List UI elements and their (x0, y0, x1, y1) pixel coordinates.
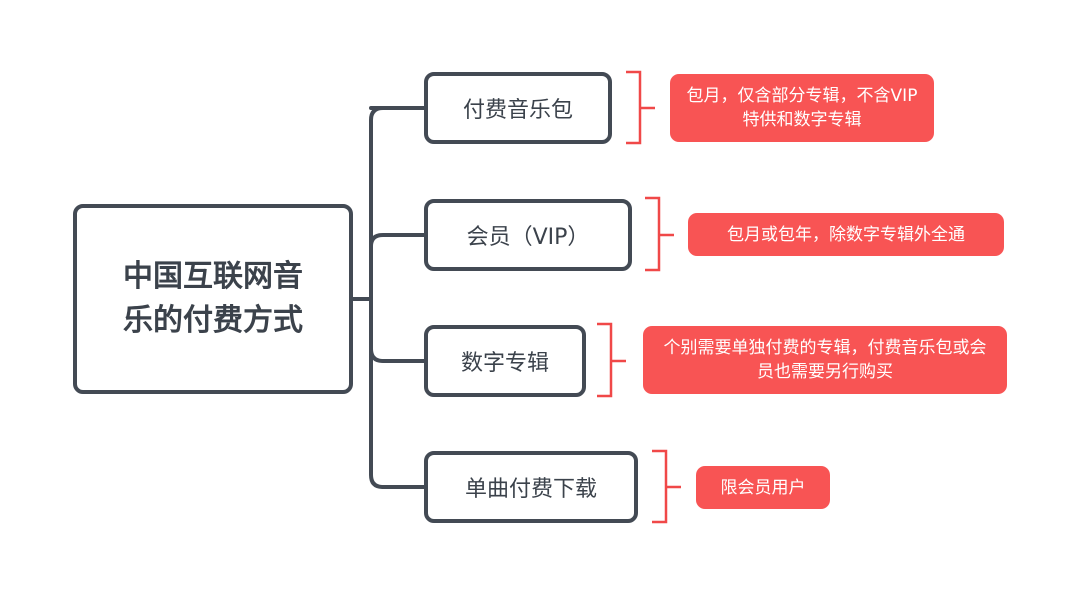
bracket-1 (626, 70, 655, 145)
note-music-pack: 包月，仅含部分专辑，不含VIP特供和数字专辑 (670, 74, 934, 142)
branch-node-vip[interactable]: 会员（VIP） (424, 199, 632, 271)
branch-label: 数字专辑 (460, 351, 549, 376)
branch-node-music-pack[interactable]: 付费音乐包 (424, 72, 612, 144)
note-text: 包月，仅含部分专辑，不含VIP特供和数字专辑 (686, 86, 918, 130)
note-text: 限会员用户 (720, 477, 806, 498)
root-node[interactable]: 中国互联网音乐的付费方式 (73, 204, 353, 394)
branch-connector-3 (369, 347, 426, 363)
branch-label: 会员（VIP） (466, 225, 590, 250)
branch-label: 付费音乐包 (462, 98, 573, 123)
note-single-download: 限会员用户 (696, 466, 830, 509)
note-text: 个别需要单独付费的专辑，付费音乐包或会员也需要另行购买 (663, 338, 987, 382)
branch-node-single-download[interactable]: 单曲付费下载 (424, 451, 638, 523)
trunk-connector (369, 106, 385, 489)
note-vip: 包月或包年，除数字专辑外全通 (688, 213, 1004, 256)
note-digital-album: 个别需要单独付费的专辑，付费音乐包或会员也需要另行购买 (643, 326, 1007, 394)
root-title: 中国互联网音乐的付费方式 (123, 259, 303, 338)
bracket-3 (597, 322, 626, 398)
branch-connector-2 (369, 233, 426, 248)
branch-label: 单曲付费下载 (464, 477, 597, 502)
bracket-4 (652, 449, 681, 524)
branch-node-digital-album[interactable]: 数字专辑 (424, 325, 586, 397)
note-text: 包月或包年，除数字专辑外全通 (727, 224, 965, 245)
bracket-2 (645, 196, 674, 272)
